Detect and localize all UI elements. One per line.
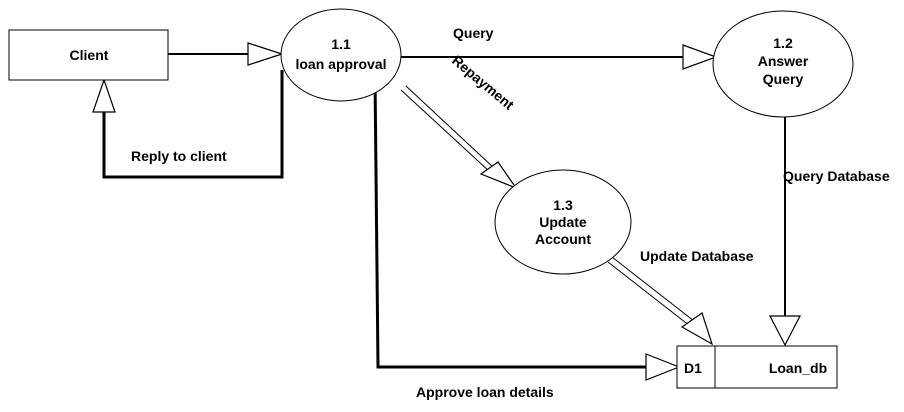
process-answer-query-line2: Query: [763, 71, 804, 87]
process-loan-approval-id: 1.1: [331, 36, 351, 52]
process-update-account-id: 1.3: [553, 197, 573, 213]
client-to-loan-approval-arrowhead: [247, 42, 284, 66]
flow-label-query: Query: [453, 25, 494, 41]
process-update-account: [494, 169, 632, 275]
process-answer-query-line1: Answer: [758, 53, 809, 69]
flow-label-query-database: Query Database: [783, 168, 890, 184]
update-database-line-a: [607, 261, 691, 327]
query-flow-arrowhead: [682, 44, 718, 70]
process-answer-query-id: 1.2: [773, 35, 793, 51]
process-update-account-line2: Account: [535, 231, 591, 247]
process-loan-approval: [280, 8, 402, 102]
flow-label-approve-loan-details: Approve loan details: [416, 384, 554, 400]
update-database-arrowhead: [680, 312, 714, 346]
reply-to-client-arrowhead: [92, 78, 116, 113]
flow-label-repayment: Repayment: [449, 52, 517, 113]
datastore-box: [676, 345, 838, 389]
repayment-flow-line-b: [405, 85, 495, 169]
flow-label-reply-to-client: Reply to client: [131, 148, 227, 164]
process-loan-approval-name: loan approval: [295, 56, 386, 72]
process-answer-query: [712, 10, 854, 118]
repayment-flow-arrowhead: [479, 161, 518, 190]
reply-to-client-line: [102, 70, 284, 179]
flow-label-update-database: Update Database: [640, 248, 754, 264]
approve-loan-details-arrowhead: [645, 353, 681, 381]
approve-loan-details-line: [373, 75, 648, 369]
repayment-flow-line-a: [400, 89, 491, 173]
query-database-arrowhead: [769, 315, 801, 347]
datastore-name: Loan_db: [769, 360, 827, 376]
client-entity-box: [8, 29, 169, 81]
update-database-line-b: [611, 256, 695, 322]
client-entity-label: Client: [70, 47, 109, 63]
datastore-id: D1: [684, 360, 702, 376]
process-update-account-line1: Update: [539, 214, 587, 230]
